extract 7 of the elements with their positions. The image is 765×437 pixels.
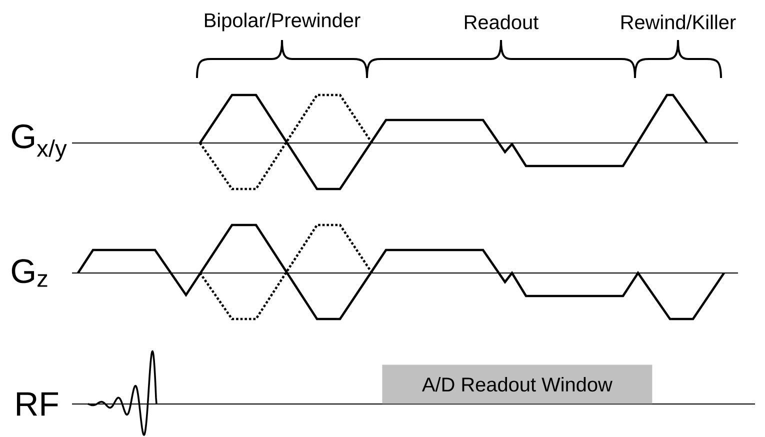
section-label: Bipolar/Prewinder	[205, 12, 360, 32]
section-label: Rewind/Killer	[622, 14, 736, 30]
readout-window-box: A/D Readout Window	[382, 364, 652, 404]
axis-label: G$_{z}$	[12, 259, 48, 287]
section-label: Readout	[464, 14, 538, 30]
axis-label: RF	[17, 392, 58, 416]
axis-label: G$_{x/y}$	[12, 124, 67, 162]
